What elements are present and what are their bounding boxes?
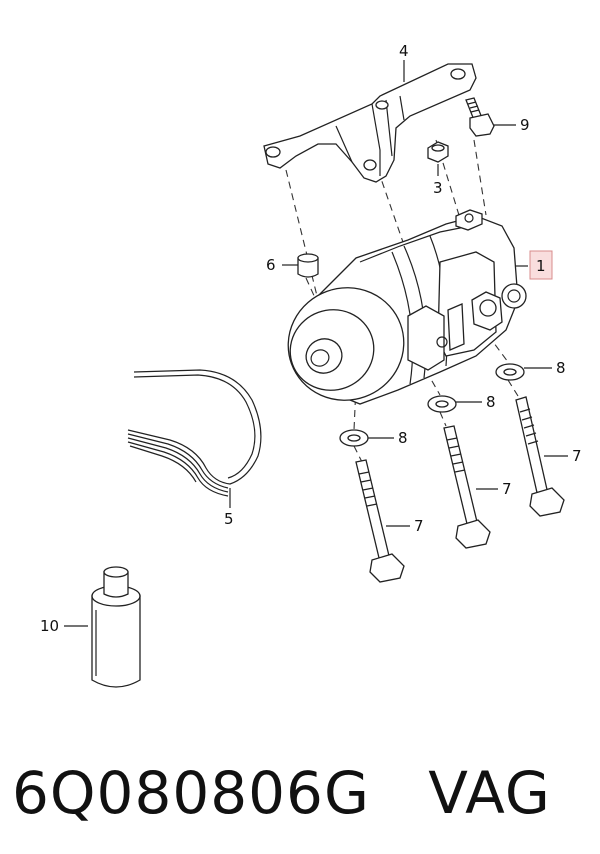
part-1-highlight-box <box>529 250 553 280</box>
bolt-part-7-left <box>355 459 405 583</box>
washer-part-8-left <box>339 429 369 447</box>
callout-7-middle: 7 <box>502 480 512 498</box>
callout-labels: 1 3 4 5 6 7 7 7 8 8 8 9 10 <box>40 42 582 635</box>
oil-bottle-part-10 <box>91 566 141 688</box>
brand-name: VAG <box>428 759 551 827</box>
part-number: 6Q080806G <box>12 759 370 827</box>
callout-3: 3 <box>433 179 443 197</box>
callout-9: 9 <box>520 116 530 134</box>
bracket-part-4 <box>263 63 477 183</box>
compressor-part-1 <box>287 209 527 405</box>
callout-8-left: 8 <box>398 429 408 447</box>
callout-6: 6 <box>266 256 276 274</box>
part-number-caption: 6Q080806G VAG <box>12 748 588 838</box>
callout-7-left: 7 <box>414 517 424 535</box>
bolt-part-9 <box>465 97 495 137</box>
callout-10: 10 <box>40 617 59 635</box>
washer-part-8-middle <box>427 395 457 413</box>
callout-8-middle: 8 <box>486 393 496 411</box>
washer-part-8-right <box>495 363 525 381</box>
callout-5: 5 <box>224 510 234 528</box>
belt-part-5 <box>127 369 262 497</box>
bolt-part-7-right <box>515 396 565 517</box>
nut-part-3 <box>427 141 449 163</box>
sleeve-part-6 <box>297 253 319 278</box>
caption-spacer <box>370 759 428 827</box>
callout-4: 4 <box>399 42 409 60</box>
callout-7-right: 7 <box>572 447 582 465</box>
callout-1: 1 <box>536 257 546 275</box>
exploded-parts-diagram: 1 3 4 5 6 7 7 7 8 8 8 9 10 <box>40 42 582 688</box>
bolt-part-7-middle <box>443 425 491 549</box>
callout-8-right: 8 <box>556 359 566 377</box>
callout-leaders <box>64 60 568 627</box>
